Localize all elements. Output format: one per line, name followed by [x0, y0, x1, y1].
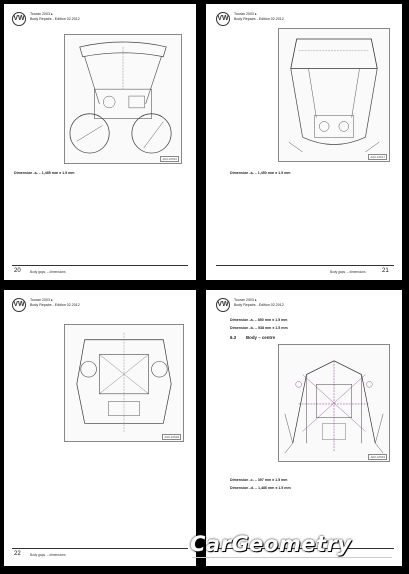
figure-body-centre: A00-10549: [278, 344, 390, 462]
footer-rule: [216, 265, 394, 266]
header-model: Touran 2003 ▸: [234, 12, 257, 16]
dimension-caption: Dimension -a- – 850 mm ± 1.5 mm: [230, 318, 288, 322]
dimension-caption: Dimension -d- – 1,486 mm ± 1.5 mm: [230, 486, 291, 490]
manual-page-21: VW Touran 2003 ▸ Body Repairs - Edition …: [206, 4, 402, 280]
footer-note: Body gaps, – dimensions: [330, 270, 366, 274]
header-edition: Body Repairs - Edition 02.2012: [30, 303, 80, 307]
page-header: Touran 2003 ▸ Body Repairs - Edition 02.…: [30, 12, 80, 22]
figure-underbody: A00-10548: [64, 324, 184, 442]
watermark-logo: CarGeometry: [190, 532, 352, 556]
figure-code: A00-10546: [160, 156, 179, 162]
header-edition: Body Repairs - Edition 02.2012: [234, 17, 284, 21]
dimension-caption: Dimension -a- – 1,485 mm ± 1.5 mm: [14, 171, 75, 175]
engine-bay-illustration: [69, 41, 172, 154]
header-edition: Body Repairs - Edition 02.2012: [30, 17, 80, 21]
vw-logo-icon: VW: [216, 298, 230, 312]
manual-page-20: VW Touran 2003 ▸ Body Repairs - Edition …: [4, 4, 196, 280]
page-number: 20: [14, 268, 21, 274]
figure-bonnet-struts: A00-10546: [64, 34, 182, 164]
section-number: 6.3: [230, 335, 237, 340]
vw-logo-icon: VW: [12, 12, 26, 26]
figure-code: A00-10549: [368, 454, 387, 460]
page-header: Touran 2003 ▸ Body Repairs - Edition 02.…: [30, 298, 80, 308]
figure-code: A00-10547: [368, 154, 387, 160]
footer-rule: [12, 265, 188, 266]
footer-note: Body gaps, – dimensions: [30, 553, 66, 557]
header-model: Touran 2003 ▸: [30, 12, 53, 16]
figure-code: A00-10548: [162, 434, 181, 440]
vw-logo-icon: VW: [12, 298, 26, 312]
page-number: 22: [14, 551, 21, 557]
section-title: Body – centre: [246, 335, 276, 340]
figure-open-bonnet: A00-10547: [278, 28, 390, 162]
footer-note: Body gaps, – dimensions: [30, 270, 66, 274]
dimension-caption: Dimension -a- – 1,450 mm ± 1.5 mm: [230, 171, 291, 175]
underbody-illustration: [76, 332, 172, 434]
manual-page-23: VW Touran 2003 ▸ Body Repairs - Edition …: [206, 290, 402, 566]
header-model: Touran 2003 ▸: [30, 298, 53, 302]
page-header: Touran 2003 ▸ Body Repairs - Edition 02.…: [234, 298, 284, 308]
vehicle-front-illustration: [288, 38, 380, 153]
page-header: Touran 2003 ▸ Body Repairs - Edition 02.…: [234, 12, 284, 22]
manual-page-22: VW Touran 2003 ▸ Body Repairs - Edition …: [4, 290, 196, 566]
body-centre-illustration: [284, 360, 384, 454]
dimension-caption: Dimension -b- – 538 mm ± 1.5 mm: [230, 326, 288, 330]
dimension-caption: Dimension -c- – 397 mm ± 1.5 mm: [230, 478, 288, 482]
vw-logo-icon: VW: [216, 12, 230, 26]
header-model: Touran 2003 ▸: [234, 298, 257, 302]
watermark-underline: [192, 557, 392, 558]
footer-rule: [216, 548, 394, 549]
header-edition: Body Repairs - Edition 02.2012: [234, 303, 284, 307]
footer-rule: [12, 548, 188, 549]
page-number: 21: [382, 268, 389, 274]
